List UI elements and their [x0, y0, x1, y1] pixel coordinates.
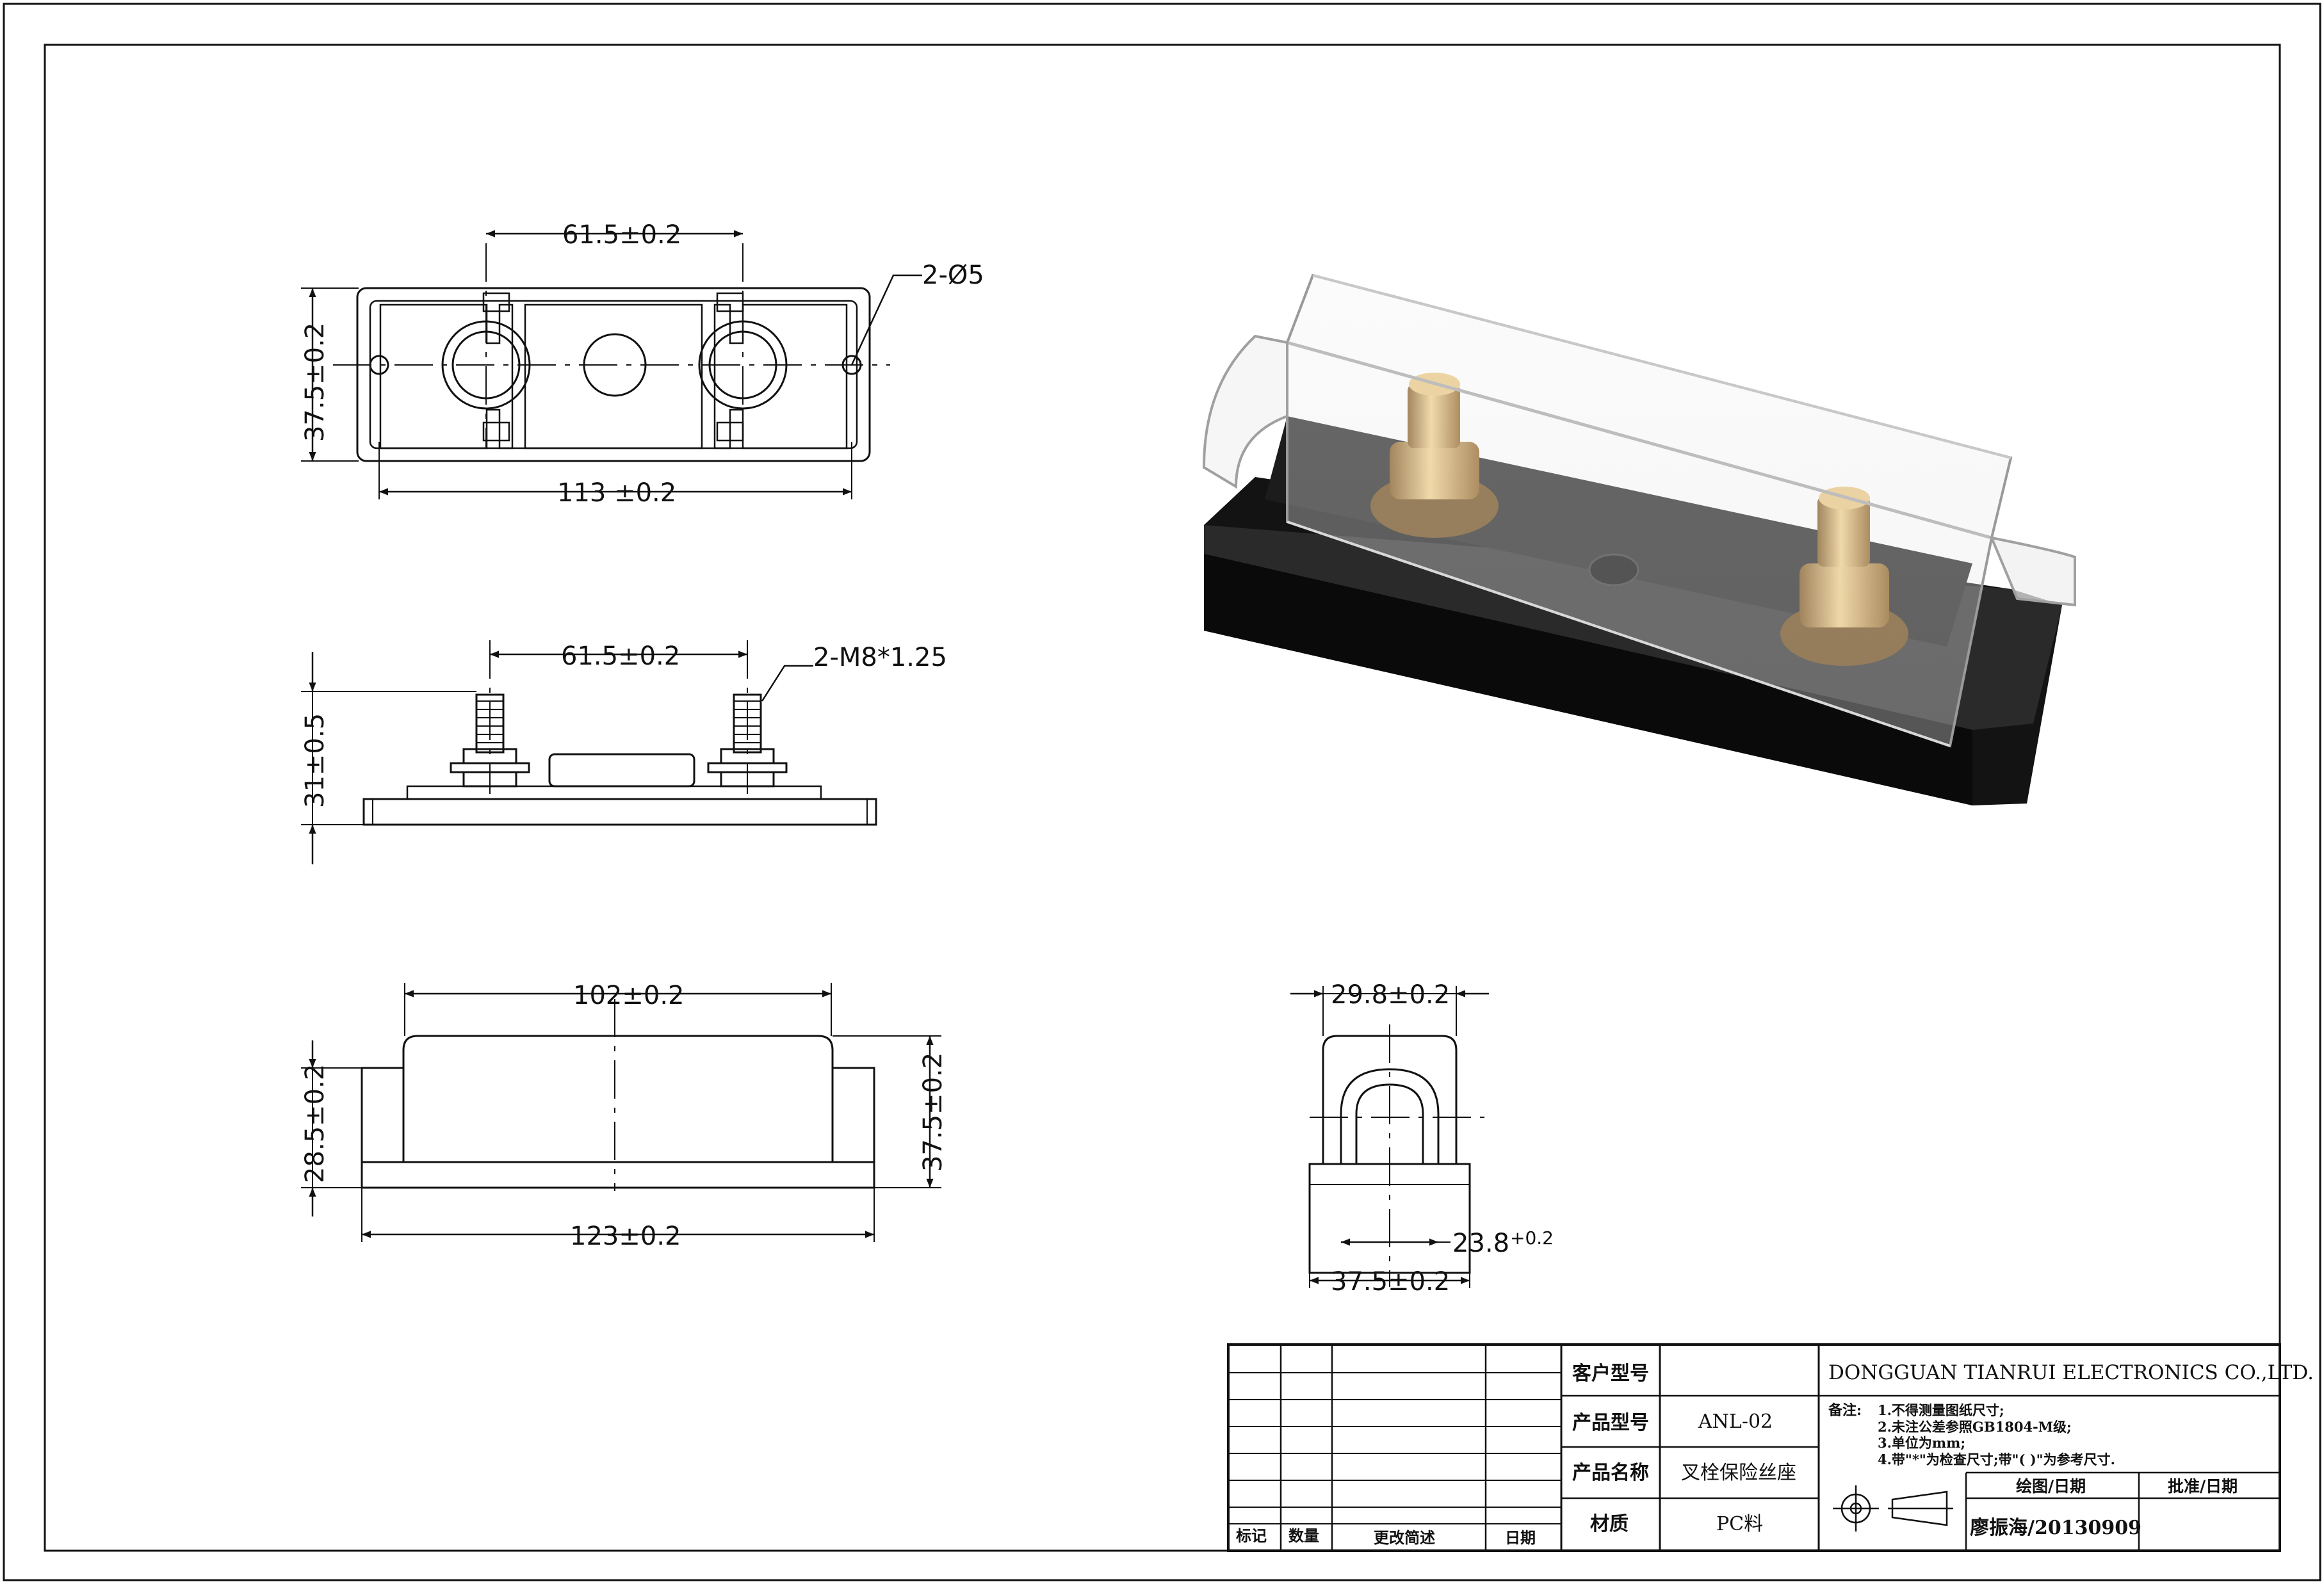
product-name-label: 产品名称	[1572, 1462, 1649, 1484]
dim-top-length: 113 ±0.2	[557, 478, 676, 508]
note-3: 3.单位为mm;	[1878, 1435, 1965, 1451]
top-view-outline	[356, 287, 871, 462]
top-view	[301, 230, 922, 499]
projection-symbol	[1833, 1485, 1953, 1531]
dim-top-hole-spec: 2-Ø5	[922, 261, 984, 290]
material-label: 材质	[1590, 1513, 1629, 1535]
dim-side-stud-pitch: 61.5±0.2	[561, 642, 680, 671]
notes-label: 备注:	[1828, 1402, 1862, 1419]
end-view	[1290, 986, 1489, 1288]
product-name-value: 叉栓保险丝座	[1681, 1462, 1796, 1484]
dim-top-hole-pitch: 61.5±0.2	[562, 220, 681, 250]
material-value: PC料	[1716, 1513, 1763, 1535]
front-base	[361, 1161, 875, 1189]
dim-side-height: 31±0.5	[300, 713, 330, 808]
title-block	[1227, 1343, 2281, 1552]
product-model-value: ANL-02	[1698, 1410, 1773, 1433]
approved-label: 批准/日期	[2168, 1477, 2238, 1496]
front-view	[301, 983, 941, 1242]
side-base	[362, 798, 877, 826]
dim-side-thread: 2-M8*1.25	[813, 643, 947, 672]
rev-qty-label: 数量	[1288, 1526, 1319, 1545]
title-block-text: DONGGUAN TIANRUI ELECTRONICS CO.,LTD. 客户…	[1236, 1361, 2314, 1547]
dim-front-cover-length: 102±0.2	[573, 981, 684, 1010]
sheet-inner-border	[44, 44, 2281, 1552]
dim-end-inner-width: 23.8	[1452, 1229, 1509, 1258]
sheet-outer-border	[3, 3, 2321, 1581]
dim-top-height: 37.5±0.2	[300, 323, 330, 442]
dim-end-base-width: 37.5±0.2	[1331, 1267, 1450, 1297]
side-view	[301, 640, 877, 864]
dim-end-top-width: 29.8±0.2	[1331, 980, 1450, 1010]
drawn-value: 廖振海/20130909	[1970, 1517, 2141, 1539]
rev-desc-label: 更改简述	[1374, 1528, 1435, 1547]
drawn-label: 绘图/日期	[2016, 1477, 2086, 1496]
dim-front-base-length: 123±0.2	[570, 1222, 681, 1251]
side-fuse-body	[548, 753, 695, 788]
customer-model-label: 客户型号	[1572, 1362, 1649, 1385]
dim-front-cover-height: 28.5±0.2	[300, 1064, 330, 1183]
note-1: 1.不得测量图纸尺寸;	[1878, 1402, 2004, 1418]
note-2: 2.未注公差参照GB1804-M级;	[1878, 1419, 2072, 1435]
product-photo	[1191, 263, 2113, 852]
dim-end-inner-tol: +0.2	[1510, 1227, 1554, 1249]
product-model-label: 产品型号	[1572, 1412, 1649, 1434]
rev-date-label: 日期	[1505, 1528, 1536, 1547]
note-4: 4.带"*"为检查尺寸;带"( )"为参考尺寸.	[1878, 1451, 2115, 1467]
front-cover	[402, 1035, 834, 1162]
dim-front-total-height: 37.5±0.2	[918, 1053, 948, 1172]
rev-mark-label: 标记	[1236, 1526, 1267, 1545]
company-name: DONGGUAN TIANRUI ELECTRONICS CO.,LTD.	[1828, 1361, 2314, 1384]
